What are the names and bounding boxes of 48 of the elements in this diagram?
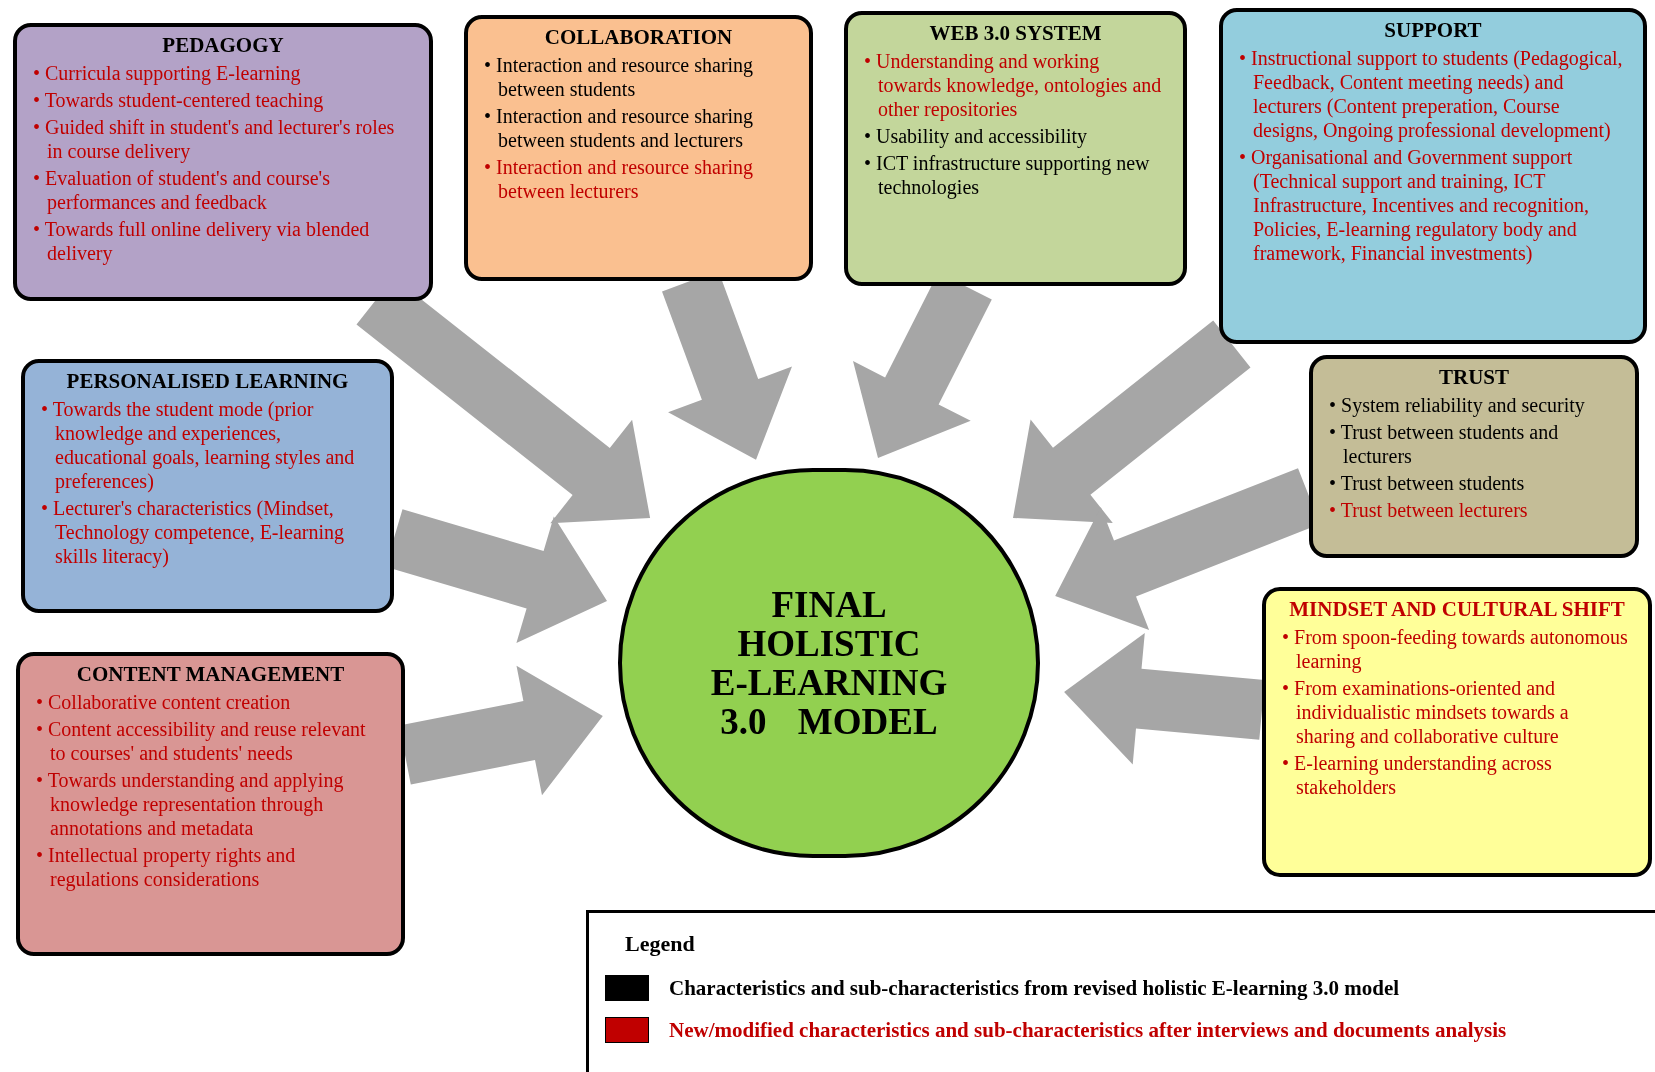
bullet-item: • Interaction and resource sharing between students and lecturers [484,104,755,152]
category-box [21,359,394,613]
legend-text: New/modified characteristics and sub-characteristics after interviews and documents analysis [669,1018,1507,1042]
bullet-item: • Trust between students [1329,471,1526,495]
bullet-item: • Guided shift in student's and lecturer's roles in course delivery [33,115,396,163]
bullet-item: • Towards full online delivery via blended delivery [33,217,371,265]
bullet-item: • Intellectual property rights and regulations considerations [36,843,297,891]
box-title: CONTENT MANAGEMENT [75,662,346,686]
bullet-item: • Trust between lecturers [1329,498,1529,522]
block-arrow [1013,320,1251,523]
category-box [844,11,1187,286]
bullet-item: • Interaction and resource sharing between students [484,53,755,101]
bullet-item: • Lecturer's characteristics (Mindset, Technology competence, E-learning skills literacy) [41,496,346,568]
box-title: SUPPORT [1383,18,1483,42]
bullet-item: • Towards understanding and applying knowledge representation through annotations and metadata [36,768,345,840]
block-arrow [1064,633,1265,765]
box-title: PEDAGOGY [161,33,285,57]
bullet-item: • Trust between students and lecturers [1329,420,1560,468]
category-box [13,23,433,301]
box-title: PERSONALISED LEARNING [65,369,350,393]
category-box [464,15,813,281]
box-title: TRUST [1438,365,1510,389]
bullet-item: • System reliability and security [1329,393,1586,417]
legend-title: Legend [625,931,696,957]
bullet-item: • Collaborative content creation [36,690,292,714]
box-title: WEB 3.0 SYSTEM [928,21,1103,45]
bullet-item: • Interaction and resource sharing between lecturers [484,155,755,203]
bullet-item: • Curricula supporting E-learning [33,61,302,85]
circle-title: FINAL HOLISTIC E-LEARNING 3.0 MODEL [709,585,949,741]
category-box [16,652,405,956]
bullet-item: • Understanding and working towards knowledge, ontologies and other repositories [864,49,1163,121]
bullet-item: • From examinations-oriented and individualistic mindsets towards a sharing and collaborative culture [1282,676,1570,748]
bullet-item: • From spoon-feeding towards autonomous learning [1282,625,1629,673]
category-box [1309,355,1639,558]
bullet-item: • Towards the student mode (prior knowledge and experiences, educational goals, learning styles and preferences) [41,397,356,493]
bullet-item: • E-learning understanding across stakeholders [1282,751,1553,799]
bullet-item: • Towards student-centered teaching [33,88,325,112]
bullet-item: • Content accessibility and reuse relevant to courses' and students' needs [36,717,367,765]
bullet-item: • ICT infrastructure supporting new technologies [864,151,1151,199]
box-title: MINDSET AND CULTURAL SHIFT [1288,597,1626,621]
bullet-item: • Usability and accessibility [864,124,1089,148]
legend-text: Characteristics and sub-characteristics from revised holistic E-learning 3.0 model [669,976,1400,1000]
category-box [1262,587,1652,877]
bullet-item: • Organisational and Government support (Technical support and training, ICT Infrastructure, Incentives and recognition, Policies, E-learning regulatory body and framework, Financial investments) [1239,145,1590,265]
category-box [1219,8,1647,344]
bullet-item: • Instructional support to students (Pedagogical, Feedback, Content meeting needs) and lecturers (Content preperation, Course designs, Ongoing professional development) [1239,46,1624,142]
box-title: COLLABORATION [543,25,734,49]
bullet-item: • Evaluation of student's and course's performances and feedback [33,166,331,214]
